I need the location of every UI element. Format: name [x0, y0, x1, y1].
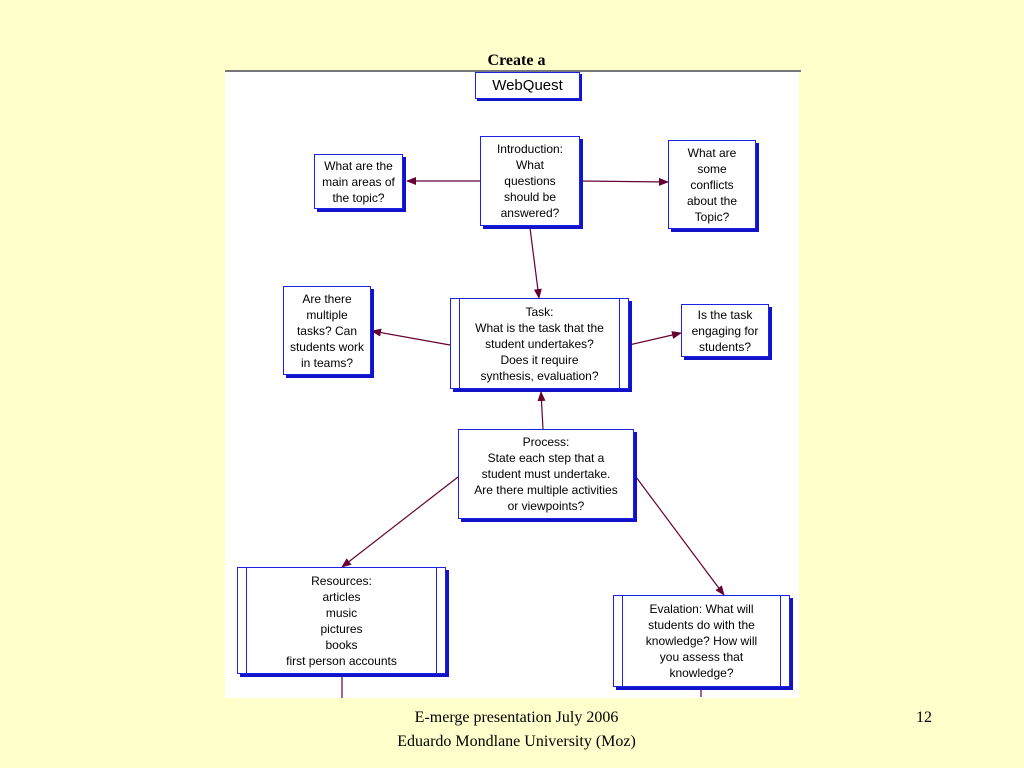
node-conflicts: What are some conflicts about the Topic?	[668, 140, 756, 229]
footer-line-2: Eduardo Mondlane University (Moz)	[397, 733, 636, 750]
slide-title: Create a	[487, 52, 546, 69]
node-process: Process: State each step that a student …	[458, 429, 634, 519]
node-task: Task: What is the task that the student …	[450, 298, 629, 389]
title-rule	[225, 70, 801, 72]
footer-line-1: E-merge presentation July 2006	[414, 709, 619, 726]
node-introduction: Introduction: What questions should be a…	[480, 136, 580, 226]
node-resources: Resources: articles music pictures books…	[237, 567, 446, 674]
page-number: 12	[916, 709, 932, 726]
webquest-heading: WebQuest	[475, 72, 580, 99]
node-engaging: Is the task engaging for students?	[681, 304, 769, 357]
node-main-areas: What are the main areas of the topic?	[314, 154, 403, 209]
node-multiple-tasks: Are there multiple tasks? Can students w…	[283, 286, 371, 375]
node-evaluation: Evalation: What will students do with th…	[613, 595, 790, 687]
